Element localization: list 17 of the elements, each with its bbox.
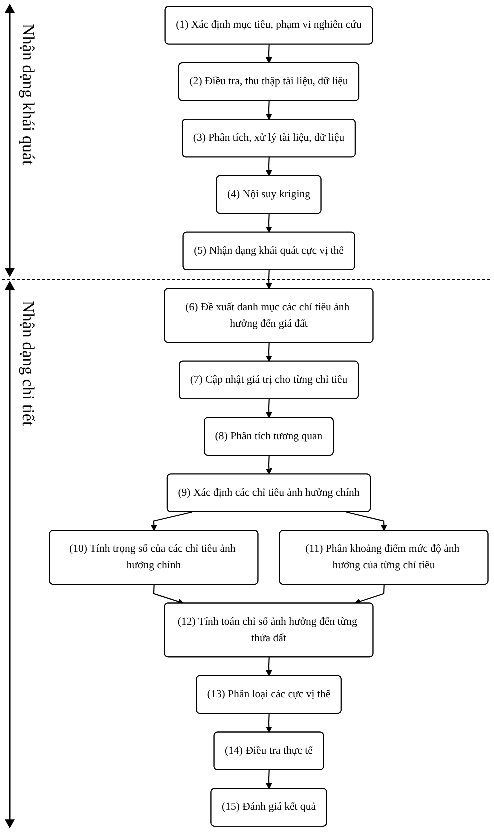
arrow (266, 399, 272, 418)
arrow (354, 584, 385, 605)
arrow (346, 512, 388, 532)
arrow (150, 512, 193, 532)
section-label: Nhận dạng chi tiết (18, 301, 38, 426)
arrow (266, 342, 272, 362)
arrow (266, 270, 272, 290)
section-label: Nhận dạng khái quát (18, 24, 38, 166)
arrow (266, 214, 272, 233)
arrow (266, 101, 272, 120)
arrow (266, 44, 272, 64)
arrow (266, 158, 272, 176)
arrow (266, 770, 272, 790)
arrow (266, 714, 272, 733)
arrow (266, 456, 272, 475)
arrow (153, 584, 184, 605)
arrow (266, 657, 272, 676)
